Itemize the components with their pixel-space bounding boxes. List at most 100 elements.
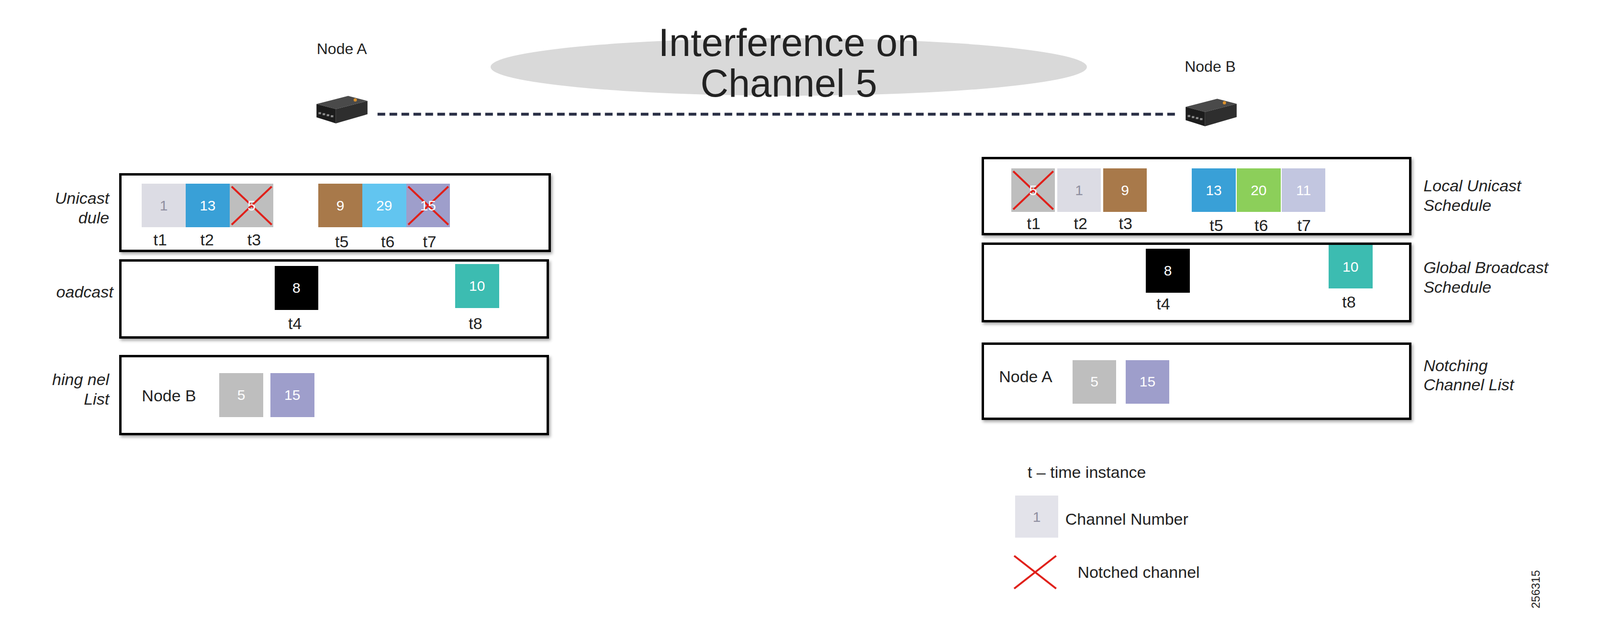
notch-stroke (1013, 171, 1054, 210)
router-led (353, 98, 358, 102)
notch-stroke (231, 186, 272, 225)
time-label: t5 (335, 232, 349, 252)
time-label: t3 (1118, 213, 1132, 233)
node-label: Node B (1184, 56, 1236, 76)
time-label: t5 (1209, 216, 1223, 235)
channel-number: 15 (1139, 373, 1156, 391)
channel-square: 11 (1281, 168, 1326, 213)
channel-square: 13 (1191, 168, 1236, 213)
router-port (326, 114, 329, 117)
neighbor-label: Node B (141, 386, 196, 406)
router-node: Node A (306, 36, 378, 129)
notch-stroke (1013, 171, 1054, 210)
schedule-heading: Local Unicast Schedule (1423, 176, 1541, 216)
channel-square: 20 (1236, 168, 1281, 213)
channel-number: 29 (376, 197, 392, 214)
time-label: t2 (1074, 213, 1088, 233)
node-label: Node A (316, 39, 368, 58)
router-port (322, 113, 325, 116)
router-port (318, 112, 321, 115)
router-front (335, 100, 368, 124)
channel-number: 10 (469, 278, 485, 295)
channel-number: 13 (1205, 182, 1222, 199)
notch-stroke (408, 186, 449, 225)
time-label: t4 (288, 313, 302, 333)
router-side (316, 103, 336, 124)
legend-text: Channel Number (1065, 510, 1189, 529)
channel-number: 5 (237, 387, 246, 404)
channel-square: 29 (362, 183, 407, 228)
time-label: t2 (200, 230, 214, 250)
channel-number: 15 (284, 387, 301, 404)
figure-number: 256315 (1529, 570, 1543, 609)
time-label: t1 (1027, 213, 1041, 233)
router-front (1205, 103, 1237, 127)
channel-number: 15 (420, 197, 437, 214)
schedule-heading: Global Broadcast Schedule (1423, 257, 1575, 298)
legend-text: Notched channel (1077, 563, 1200, 582)
time-label: t7 (422, 232, 437, 252)
time-label: t8 (468, 313, 482, 333)
notch-stroke (231, 186, 272, 225)
legend-note: t – time instance (1027, 463, 1147, 482)
schedule-heading: Notching Channel List (1423, 356, 1546, 396)
router-icon (1183, 95, 1239, 129)
channel-number: 5 (247, 197, 256, 214)
channel-square: 5 (1011, 168, 1056, 213)
channel-number: 9 (1120, 182, 1130, 199)
diagram-title: Interference on Channel 5 (597, 22, 981, 104)
router-led (1222, 101, 1227, 105)
channel-square: 5 (229, 183, 274, 228)
schedule-panel: hing nel ListNode B515 (119, 355, 549, 436)
schedule-heading: oadcast (56, 281, 114, 302)
schedule-panel: Local Unicast Schedule519132011 (981, 156, 1412, 236)
time-label: t1 (153, 230, 168, 250)
channel-number: 13 (199, 197, 216, 214)
link-line (377, 112, 1176, 116)
schedule-panel: oadcast810 (119, 259, 549, 339)
channel-square: 15 (270, 373, 315, 418)
notch-stroke (1014, 556, 1057, 589)
router-port (1196, 117, 1199, 120)
time-label: t3 (247, 230, 261, 250)
router-node: Node B (1175, 53, 1245, 131)
router-side (1185, 107, 1206, 127)
channel-number: 1 (1074, 182, 1084, 199)
channel-square: 15 (1125, 360, 1170, 405)
time-label: t4 (1156, 294, 1170, 314)
router-port (1187, 115, 1191, 118)
channel-square: 9 (318, 183, 363, 228)
channel-square: 8 (274, 266, 319, 311)
notch-stroke (408, 186, 449, 225)
neighbor-label: Node A (998, 366, 1053, 387)
schedule-heading: hing nel List (50, 370, 110, 410)
router-port (1191, 116, 1195, 119)
router-port (330, 115, 334, 118)
channel-square: 8 (1145, 248, 1190, 293)
schedule-heading: Unicast dule (46, 188, 110, 228)
channel-number: 9 (336, 197, 345, 214)
channel-square: 1 (1057, 168, 1102, 213)
router-port (1199, 118, 1203, 121)
channel-square: 10 (1328, 245, 1373, 290)
time-label: t6 (1254, 216, 1268, 235)
channel-number: 5 (1090, 373, 1099, 391)
legend-notch-symbol (1013, 555, 1058, 590)
time-label: t8 (1342, 292, 1356, 312)
channel-square: 13 (185, 183, 230, 228)
schedule-panel: Notching Channel ListNode A515 (981, 342, 1412, 421)
channel-number: 20 (1250, 182, 1267, 199)
time-label: t6 (380, 232, 395, 252)
channel-number: 8 (1163, 262, 1173, 280)
time-label: t7 (1297, 216, 1311, 235)
channel-square: 15 (406, 183, 451, 228)
router-icon (314, 92, 370, 126)
channel-square: 5 (219, 373, 264, 418)
channel-square: 5 (1072, 360, 1117, 405)
channel-number: 1 (1032, 509, 1041, 526)
channel-number: 10 (1342, 258, 1359, 276)
channel-number: 11 (1296, 182, 1311, 199)
channel-number: 1 (159, 197, 168, 214)
channel-square: 10 (455, 264, 500, 309)
